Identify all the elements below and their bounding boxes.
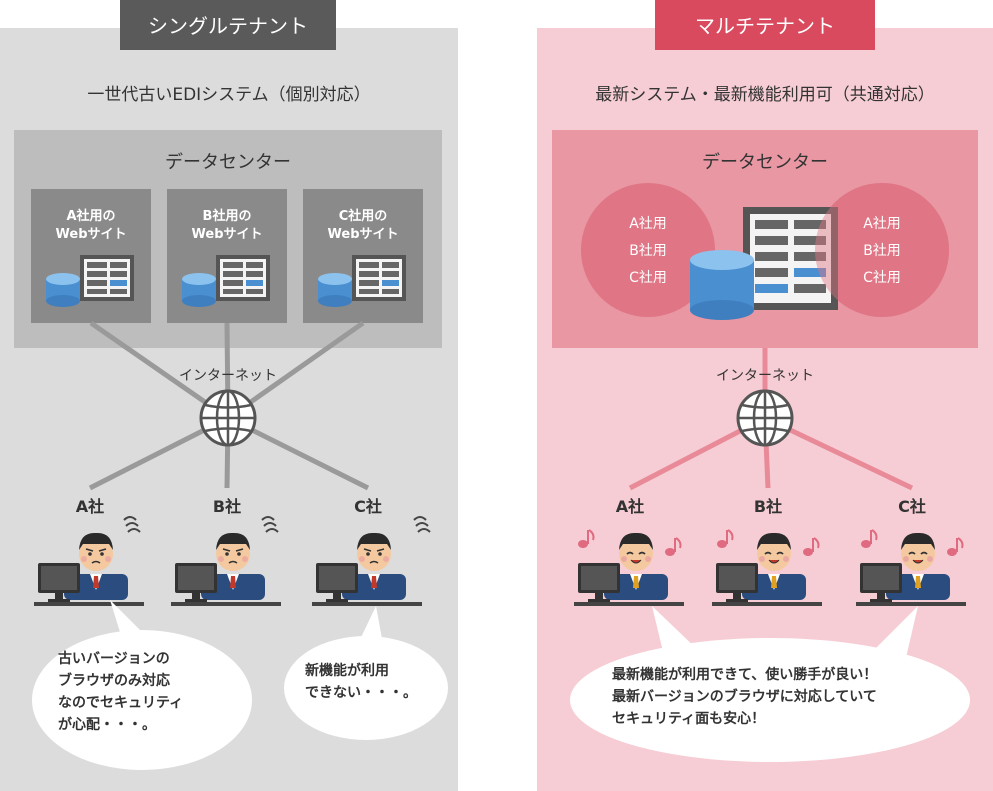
site-a-line2: Webサイト	[56, 227, 127, 242]
multi-server	[743, 207, 838, 310]
site-b-line2: Webサイト	[192, 227, 263, 242]
multi-company-b: B社	[754, 497, 782, 516]
bubble-text-multi: 最新機能が利用できて、使い勝手が良い！ 最新バージョンのブラウザに対応していて …	[612, 667, 878, 727]
site-c-line1: C社用の	[339, 208, 388, 224]
speech-bubble-a	[32, 600, 252, 770]
server-icon	[216, 255, 270, 301]
single-datacenter-label: データセンター	[165, 152, 291, 173]
multi-header-text: マルチテナント	[695, 14, 835, 38]
bubble-text-a: 古いバージョンの ブラウザのみ対応 なのでセキュリティ が心配・・・。	[58, 651, 184, 733]
site-b-line1: B社用の	[203, 208, 252, 224]
speech-bubble-c	[284, 606, 448, 740]
database-icon	[318, 273, 352, 307]
single-company-b: B社	[213, 497, 241, 516]
multi-subtitle: 最新システム・最新機能利用可（共通対応）	[595, 85, 935, 105]
site-a-line1: A社用の	[66, 208, 115, 224]
single-company-c: C社	[354, 497, 382, 516]
right-list-b: B社用	[863, 243, 901, 259]
multi-datacenter-label: データセンター	[702, 152, 828, 173]
single-internet-label: インターネット	[179, 368, 277, 384]
server-icon	[352, 255, 406, 301]
single-company-a: A社	[76, 497, 104, 516]
single-tenant-header	[120, 0, 336, 50]
site-box-b: B社用の Webサイト	[167, 189, 287, 323]
speech-bubble-multi	[570, 606, 970, 762]
single-subtitle: 一世代古いEDIシステム（個別対応）	[87, 85, 370, 105]
globe-icon	[736, 389, 794, 447]
tenant-circle-right-overlay	[815, 183, 949, 317]
site-c-line2: Webサイト	[328, 227, 399, 242]
site-box-c: C社用の Webサイト	[303, 189, 423, 323]
left-list-b: B社用	[629, 243, 667, 259]
tenant-circle-right	[815, 183, 949, 317]
right-list-a: A社用	[863, 216, 901, 232]
multi-tenant-header	[655, 0, 875, 50]
bubble-text-c: 新機能が利用 できない・・・。	[305, 663, 417, 701]
right-list-c: C社用	[863, 270, 901, 286]
database-icon	[46, 273, 80, 307]
multi-company-c: C社	[898, 497, 926, 516]
multi-company-a: A社	[616, 497, 644, 516]
server-icon	[80, 255, 134, 301]
left-list-a: A社用	[629, 216, 667, 232]
single-header-text: シングルテナント	[148, 14, 308, 38]
multi-database	[690, 250, 754, 320]
tenant-circle-left	[581, 183, 715, 317]
database-icon	[182, 273, 216, 307]
globe-icon	[199, 389, 257, 447]
left-list-c: C社用	[629, 270, 667, 286]
site-box-a: A社用の Webサイト	[31, 189, 151, 323]
multi-internet-label: インターネット	[716, 368, 814, 384]
